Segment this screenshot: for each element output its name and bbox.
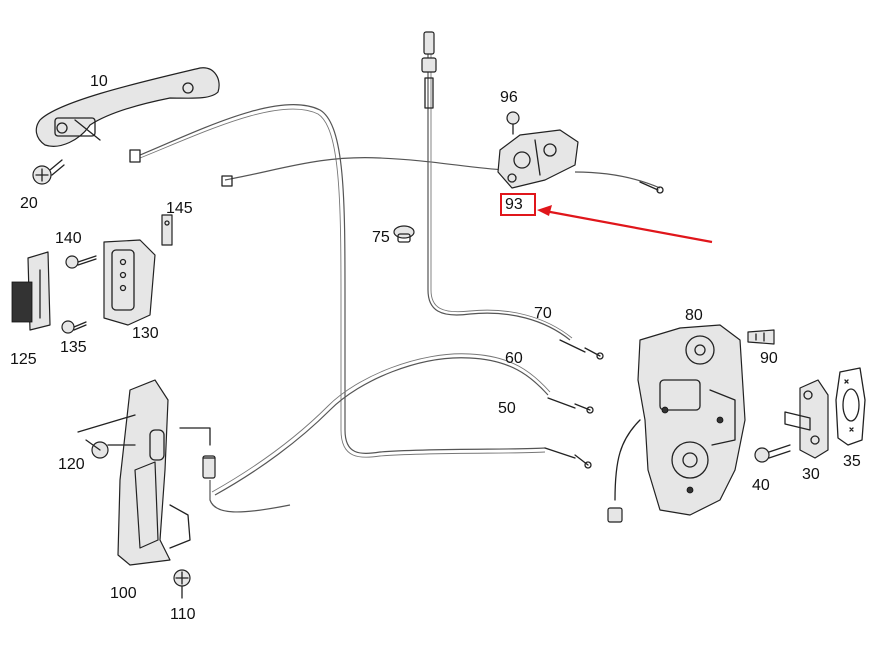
label-40: 40 (752, 477, 770, 494)
part-110-screw (173, 569, 191, 599)
label-96: 96 (500, 89, 518, 106)
part-90-screw (747, 329, 775, 345)
part-125-cover (11, 251, 51, 331)
label-125: 125 (10, 351, 37, 368)
highlight-annotation (500, 193, 713, 244)
label-135: 135 (60, 339, 87, 356)
label-30: 30 (802, 466, 820, 483)
label-110: 110 (170, 606, 196, 623)
part-130-carrier (103, 239, 156, 326)
part-labels: 10 20 145 140 125 135 130 75 96 93 70 60… (10, 73, 861, 623)
label-75: 75 (372, 229, 390, 246)
part-75-plug (393, 225, 415, 243)
label-20: 20 (20, 195, 38, 212)
label-70: 70 (534, 305, 552, 322)
rod-top (421, 31, 437, 109)
highlight-arrowhead (537, 205, 552, 216)
label-100: 100 (110, 585, 137, 602)
highlight-box (500, 193, 536, 216)
label-130: 130 (132, 325, 159, 342)
part-10-outer-handle (35, 67, 220, 147)
label-120: 120 (58, 456, 85, 473)
label-10: 10 (90, 73, 108, 90)
part-80-lock-assembly (607, 324, 746, 523)
label-50: 50 (498, 400, 516, 417)
part-20-screw (32, 159, 65, 185)
label-140: 140 (55, 230, 82, 247)
label-60: 60 (505, 350, 523, 367)
part-93-actuator (497, 129, 579, 189)
label-80: 80 (685, 307, 703, 324)
part-100-inner-handle (117, 379, 191, 566)
part-96-screw (506, 111, 520, 135)
part-120-screw (77, 414, 136, 459)
connector-clip (179, 427, 216, 479)
part-145-plate (161, 214, 173, 246)
cable-end-clips (129, 149, 664, 469)
part-140-screw (65, 255, 97, 269)
label-145: 145 (166, 200, 193, 217)
part-35-gasket (835, 367, 866, 446)
label-35: 35 (843, 453, 861, 470)
label-90: 90 (760, 350, 778, 367)
cables (139, 40, 661, 513)
label-93: 93 (505, 196, 523, 213)
part-30-striker (784, 379, 829, 459)
part-135-screw (61, 320, 87, 334)
part-40-screw (754, 444, 791, 463)
highlight-arrow (544, 209, 713, 244)
